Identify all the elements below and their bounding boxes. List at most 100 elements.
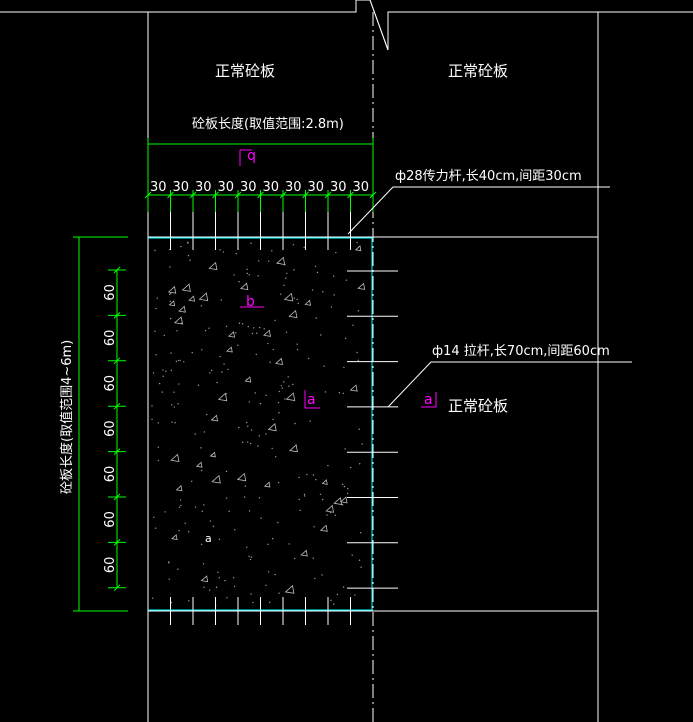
hatch-dot — [321, 498, 324, 501]
hatch-dot — [171, 404, 173, 406]
hatch-dot — [191, 351, 193, 354]
hatch-dot — [357, 359, 360, 361]
hatch-dot — [209, 520, 212, 522]
hatch-dot — [326, 514, 328, 516]
hatch-dot — [234, 529, 236, 531]
hatch-dot — [277, 521, 279, 524]
hatch-triangle — [211, 474, 221, 484]
hatch-dot — [154, 527, 157, 529]
hatch-dot — [283, 284, 285, 287]
hatch-dot — [327, 464, 329, 467]
slab-label-left: 正常砼板 — [215, 62, 275, 80]
hatch-dot — [286, 272, 288, 275]
hatch-dot — [271, 250, 273, 252]
hatch-dot — [157, 422, 159, 424]
hatch-triangle — [267, 423, 277, 432]
hatch-dot — [343, 485, 346, 488]
hatch-dot — [269, 361, 271, 363]
top-spacing-tick-mark — [324, 191, 332, 199]
hatch-dot — [180, 245, 182, 248]
hatch-dot — [243, 496, 246, 498]
hatch-triangle — [173, 316, 183, 325]
hatch-triangle — [200, 575, 209, 583]
hatch-dot — [275, 456, 277, 458]
hatch-triangle — [319, 524, 328, 532]
hatch-dot — [246, 546, 248, 548]
hatch-dot — [187, 254, 190, 257]
hatch-dot — [360, 566, 362, 568]
hatch-dot — [306, 473, 308, 476]
hatch-dot — [330, 306, 333, 308]
hatch-dot — [233, 274, 235, 276]
hatch-dot — [247, 425, 249, 428]
hatch-dot — [265, 433, 267, 435]
top-spacing-label: 30 — [240, 180, 257, 195]
hatch-dot — [206, 413, 208, 416]
hatch-dot — [312, 557, 314, 559]
hatch-dot — [212, 525, 215, 528]
hatch-dot — [223, 363, 225, 365]
hatch-triangle — [354, 245, 362, 252]
top-spacing-tick-mark — [144, 191, 152, 199]
hatch-dot — [233, 585, 236, 588]
hatch-dot — [175, 360, 178, 363]
hatch-dot — [188, 531, 190, 533]
hatch-dot — [252, 327, 255, 329]
hatch-dot — [336, 593, 339, 596]
left-spacing-tick-mark — [113, 402, 121, 410]
hatch-dot — [235, 252, 237, 255]
hatch-dot — [281, 387, 283, 389]
hatch-dot — [224, 579, 226, 582]
small-a-label: a — [205, 532, 212, 545]
concrete-hatch — [151, 241, 366, 607]
hatch-dot — [200, 543, 203, 546]
hatch-dot — [248, 555, 250, 558]
hatch-dot — [278, 390, 281, 393]
hatch-dot — [304, 495, 306, 497]
top-spacing-label: 30 — [285, 180, 302, 195]
hatch-dot — [315, 317, 317, 319]
hatch-dot — [267, 543, 269, 546]
hatch-dot — [274, 319, 276, 322]
hatch-dot — [162, 369, 164, 371]
hatch-dot — [342, 392, 345, 395]
hatch-triangle — [321, 479, 328, 485]
hatch-dot — [319, 493, 322, 495]
hatch-dot — [164, 511, 166, 513]
hatch-dot — [197, 384, 200, 386]
hatch-triangle — [167, 285, 177, 294]
hatch-dot — [203, 504, 205, 506]
hatch-dot — [263, 328, 265, 330]
hatch-triangle — [198, 292, 209, 302]
hatch-dot — [255, 353, 257, 356]
section-mark-a-right: a — [421, 392, 437, 408]
hatch-dot — [249, 558, 252, 561]
top-spacing-label: 30 — [218, 180, 235, 195]
hatch-dot — [356, 351, 358, 354]
hatch-dot — [344, 448, 346, 450]
hatch-dot — [316, 271, 319, 274]
hatch-dot — [238, 426, 240, 429]
hatch-dot — [248, 274, 250, 276]
hatch-dot — [293, 557, 296, 560]
hatch-dot — [351, 554, 353, 556]
hatch-dot — [341, 504, 344, 506]
hatch-triangle — [236, 472, 247, 482]
hatch-dot — [170, 352, 172, 354]
hatch-dot — [279, 293, 282, 295]
hatch-triangle — [284, 584, 295, 594]
hatch-dot — [346, 492, 349, 495]
hatch-triangle — [349, 384, 358, 392]
hatch-dot — [257, 445, 259, 447]
hatch-dot — [241, 323, 244, 325]
hatch-triangle — [188, 295, 195, 302]
hatch-dot — [200, 469, 203, 472]
hatch-triangle — [181, 283, 191, 292]
hatch-dot — [283, 381, 285, 383]
left-spacing-label: 60 — [103, 375, 118, 392]
hatch-dot — [347, 488, 349, 490]
hatch-dot — [151, 405, 153, 407]
hatch-dot — [208, 589, 211, 591]
hatch-dot — [220, 299, 223, 301]
